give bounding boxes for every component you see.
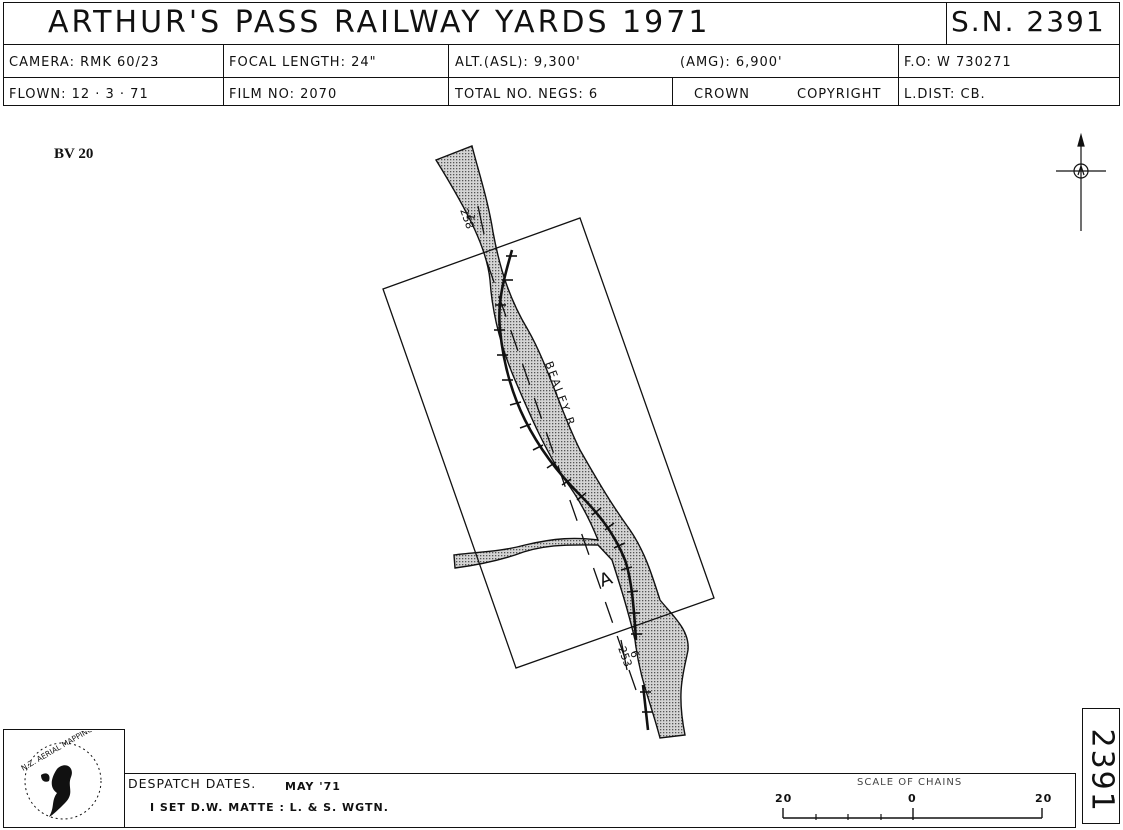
flown-field: FLOWN: 12 · 3 · 71 bbox=[9, 87, 149, 102]
crown-label: CROWN bbox=[694, 87, 750, 102]
side-number: 2391 bbox=[1084, 728, 1120, 813]
coverage-frame bbox=[382, 217, 715, 669]
header-divider-1 bbox=[3, 44, 1120, 45]
scale-bar bbox=[782, 808, 1043, 820]
side-number-box bbox=[1082, 708, 1120, 824]
sheet-label: BV 20 bbox=[54, 146, 94, 162]
copyright-label: COPYRIGHT bbox=[797, 87, 882, 102]
run-end-number: 6 bbox=[627, 649, 642, 660]
despatch-detail: I SET D.W. MATTE : L. & S. WGTN. bbox=[150, 801, 389, 814]
run-end-frame: 253 bbox=[615, 645, 634, 669]
logo-text: N.Z. AERIAL MAPPING bbox=[20, 731, 95, 773]
area-label: A bbox=[597, 568, 616, 592]
scale-mid-label: 0 bbox=[908, 792, 917, 805]
col-divider-4 bbox=[898, 44, 899, 106]
despatch-date: MAY '71 bbox=[285, 780, 341, 793]
despatch-box bbox=[124, 773, 1076, 828]
film-no-field: FILM NO: 2070 bbox=[229, 87, 338, 102]
camera-field: CAMERA: RMK 60/23 bbox=[9, 55, 160, 70]
map-title: ARTHUR'S PASS RAILWAY YARDS 1971 bbox=[48, 5, 711, 40]
sortie-number: S.N. 2391 bbox=[951, 5, 1106, 38]
railway-line bbox=[498, 249, 638, 641]
col-divider-3 bbox=[672, 77, 673, 106]
total-negs-field: TOTAL NO. NEGS: 6 bbox=[455, 87, 599, 102]
run-start-number: 1 bbox=[464, 212, 478, 221]
railway-ties bbox=[494, 255, 653, 713]
header-table bbox=[3, 2, 1120, 106]
header-divider-2 bbox=[3, 77, 1120, 78]
col-divider-2 bbox=[448, 44, 449, 106]
altitude-amg-field: (AMG): 6,900' bbox=[680, 55, 783, 70]
nz-aerial-mapping-logo: N.Z. AERIAL MAPPING bbox=[20, 731, 102, 820]
scale-left-label: 20 bbox=[775, 792, 793, 805]
col-divider-1 bbox=[223, 44, 224, 106]
altitude-asl-field: ALT.(ASL): 9,300' bbox=[455, 55, 581, 70]
scale-right-label: 20 bbox=[1035, 792, 1053, 805]
sn-divider bbox=[946, 2, 947, 44]
run-end-tick bbox=[620, 639, 628, 671]
focal-length-field: FOCAL LENGTH: 24" bbox=[229, 55, 377, 70]
run-start-tick bbox=[477, 205, 485, 235]
despatch-label: DESPATCH DATES. bbox=[128, 776, 257, 791]
fo-field: F.O: W 730271 bbox=[904, 55, 1012, 70]
bealey-river bbox=[434, 145, 689, 739]
l-dist-field: L.DIST: CB. bbox=[904, 87, 986, 102]
north-arrow-icon bbox=[1056, 132, 1106, 231]
scale-title: SCALE OF CHAINS bbox=[857, 777, 963, 788]
